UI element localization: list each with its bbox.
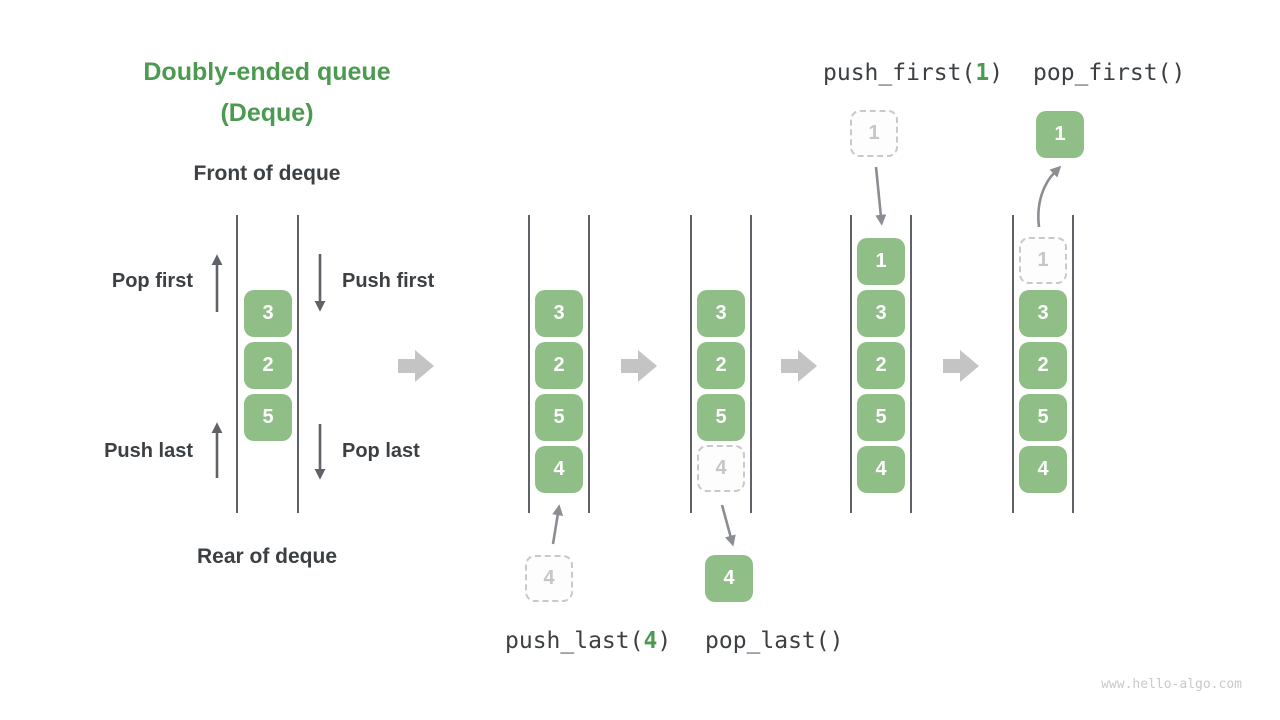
column-wall bbox=[750, 215, 752, 513]
popped-value-cell: 4 bbox=[705, 555, 753, 602]
deque-cell: 5 bbox=[1019, 394, 1067, 441]
op-fn: pop_last() bbox=[705, 628, 844, 654]
pop-first-label: Pop first bbox=[111, 270, 193, 292]
op-label-push-last: push_last(4) bbox=[505, 628, 671, 654]
deque-cell: 3 bbox=[244, 290, 292, 337]
deque-cell: 5 bbox=[697, 394, 745, 441]
column-wall bbox=[910, 215, 912, 513]
transition-arrow-icon bbox=[943, 350, 979, 382]
op-arg: 4 bbox=[643, 628, 658, 654]
column-wall bbox=[1012, 215, 1014, 513]
title-line-1: Doubly-ended queue bbox=[143, 58, 391, 86]
popped-value-cell: 1 bbox=[1036, 111, 1084, 158]
column-wall bbox=[690, 215, 692, 513]
deque-cell: 2 bbox=[857, 342, 905, 389]
deque-cell: 3 bbox=[857, 290, 905, 337]
deque-cell: 2 bbox=[1019, 342, 1067, 389]
removed-slot-ghost-cell: 4 bbox=[697, 445, 745, 492]
op-fn: push_first( bbox=[823, 60, 976, 86]
deque-cell: 3 bbox=[1019, 290, 1067, 337]
deque-cell: 4 bbox=[535, 446, 583, 493]
deque-cell: 1 bbox=[857, 238, 905, 285]
push-first-label: Push first bbox=[342, 270, 435, 292]
op-label-push-first: push_first(1) bbox=[823, 60, 1003, 86]
deque-cell: 2 bbox=[697, 342, 745, 389]
title-line-2: (Deque) bbox=[220, 99, 314, 127]
column-wall bbox=[588, 215, 590, 513]
push-last-label: Push last bbox=[104, 440, 193, 462]
op-fn: push_last( bbox=[505, 628, 644, 654]
incoming-value-ghost-cell: 4 bbox=[525, 555, 573, 602]
deque-cell: 2 bbox=[244, 342, 292, 389]
op-label-pop-first: pop_first() bbox=[1033, 60, 1185, 86]
deque-cell: 2 bbox=[535, 342, 583, 389]
incoming-value-ghost-cell: 1 bbox=[850, 110, 898, 157]
deque-cell: 3 bbox=[697, 290, 745, 337]
rear-of-deque-label: Rear of deque bbox=[196, 545, 338, 568]
deque-cell: 4 bbox=[1019, 446, 1067, 493]
transition-arrow-icon bbox=[781, 350, 817, 382]
deque-cell: 5 bbox=[535, 394, 583, 441]
column-wall bbox=[236, 215, 238, 513]
removed-slot-ghost-cell: 1 bbox=[1019, 237, 1067, 284]
pop-first-remove-arrow-icon bbox=[1037, 165, 1062, 228]
transition-arrow-icon bbox=[398, 350, 434, 382]
deque-cell: 4 bbox=[857, 446, 905, 493]
push-last-insert-arrow-icon bbox=[551, 504, 564, 545]
page-title: Doubly-ended queue (Deque) bbox=[92, 52, 442, 134]
op-close: ) bbox=[657, 628, 672, 654]
op-arg: 1 bbox=[975, 60, 990, 86]
column-wall bbox=[528, 215, 530, 513]
pop-last-remove-arrow-icon bbox=[720, 504, 736, 547]
deque-cell: 3 bbox=[535, 290, 583, 337]
column-wall bbox=[1072, 215, 1074, 513]
front-of-deque-label: Front of deque bbox=[193, 162, 341, 185]
column-wall bbox=[297, 215, 299, 513]
op-close: ) bbox=[989, 60, 1004, 86]
deque-cell: 5 bbox=[244, 394, 292, 441]
column-wall bbox=[850, 215, 852, 513]
push-first-insert-arrow-icon bbox=[874, 166, 887, 226]
pop-last-label: Pop last bbox=[342, 440, 420, 462]
deque-cell: 5 bbox=[857, 394, 905, 441]
op-fn: pop_first() bbox=[1033, 60, 1186, 86]
op-label-pop-last: pop_last() bbox=[705, 628, 843, 654]
transition-arrow-icon bbox=[621, 350, 657, 382]
watermark: www.hello-algo.com bbox=[1101, 677, 1242, 692]
